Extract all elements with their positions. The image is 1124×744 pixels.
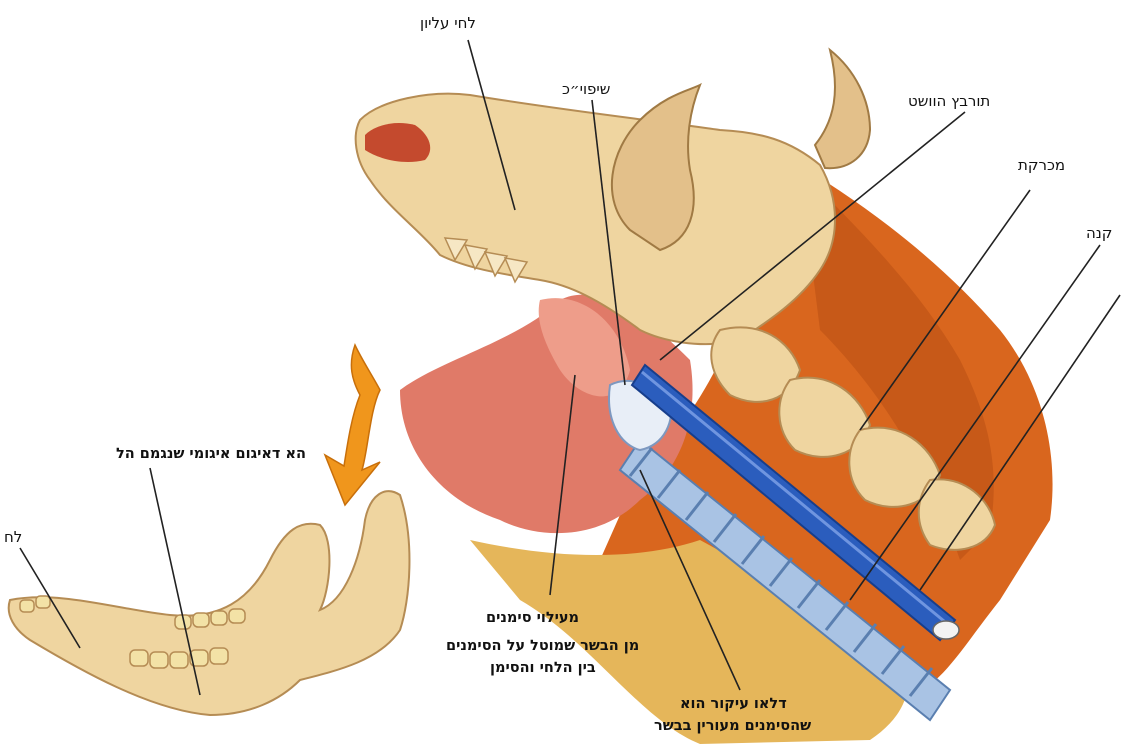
lower-jaw <box>9 491 410 715</box>
label-dlo-line2: שהסימנים מעורין בבשר <box>654 718 811 734</box>
label-dlo-line1: דלאו עיקור הוא <box>680 696 787 712</box>
label-partial-header: הא דאיגום איגומי שנגמם הל <box>6 446 306 462</box>
label-esophagus: מכרקת <box>1018 156 1065 174</box>
curved-down-arrow-icon <box>325 345 380 505</box>
label-upper-jaw: לחי עליון <box>420 14 476 32</box>
label-meiluy-line1: מן הבשר שמוטל על הסימנים <box>446 638 639 654</box>
label-turbatz: תורבץ הוושט <box>908 92 990 110</box>
label-meiluy-title: מעילוי סימנים <box>486 610 579 626</box>
horn-right <box>815 50 870 168</box>
label-trachea: קנה <box>1086 224 1112 242</box>
horn-left <box>612 85 700 250</box>
label-meiluy-line2: בין הלחי והסימן <box>490 660 596 676</box>
label-shipuy: שיפוי״כ <box>562 80 610 98</box>
label-lower-jaw-partial: לח <box>4 528 22 546</box>
